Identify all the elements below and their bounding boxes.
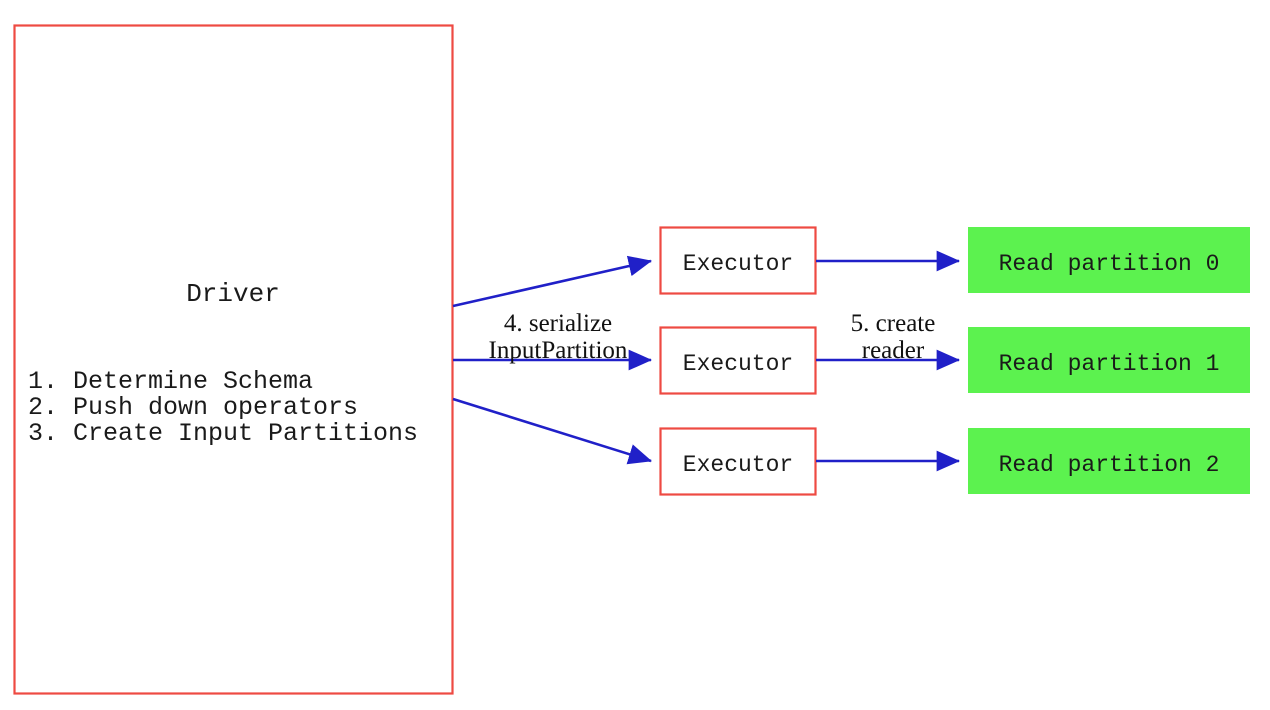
- executor-box-1: [659, 326, 817, 395]
- arrow-driver-to-executor-2: [452, 397, 652, 465]
- executor-label-0: Executor: [683, 251, 793, 277]
- executor-label-2: Executor: [683, 452, 793, 478]
- edge-label-create-reader-line-2: reader: [862, 337, 925, 364]
- edge-label-create-reader-line-1: 5. create: [851, 310, 936, 337]
- partition-box-2: [968, 428, 1250, 494]
- arrow-driver-to-executor-0: [452, 255, 653, 308]
- partition-label-1: Read partition 1: [999, 351, 1220, 377]
- partition-label-0: Read partition 0: [999, 251, 1220, 277]
- driver-title: Driver: [186, 279, 280, 309]
- partition-box-1: [968, 327, 1250, 393]
- edge-label-serialize-line-1: 4. serialize: [504, 310, 612, 337]
- driver-step-2: 2. Push down operators: [28, 393, 358, 422]
- executor-box-0: [659, 226, 817, 295]
- driver-step-3: 3. Create Input Partitions: [28, 419, 418, 448]
- partition-label-2: Read partition 2: [999, 452, 1220, 478]
- edge-label-serialize-line-2: InputPartition: [489, 337, 628, 364]
- driver-box: [13, 24, 454, 695]
- driver-step-1: 1. Determine Schema: [28, 367, 313, 396]
- executor-label-1: Executor: [683, 351, 793, 377]
- partition-box-0: [968, 227, 1250, 293]
- executor-box-2: [659, 427, 817, 496]
